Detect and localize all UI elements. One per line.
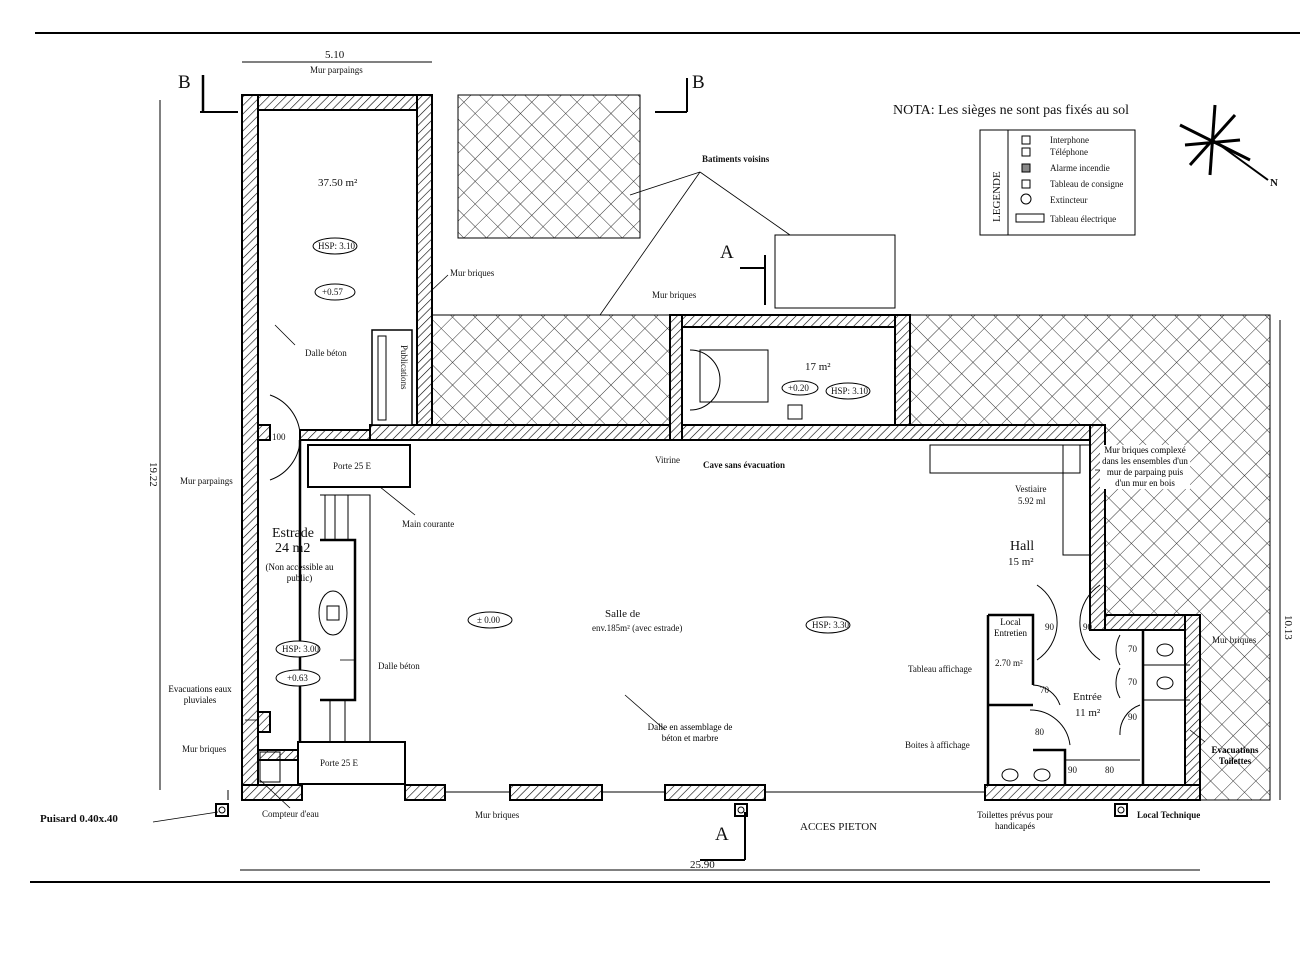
label-compteur: Compteur d'eau	[262, 809, 319, 819]
salle-area: env.185m² (avec estrade)	[592, 623, 682, 633]
label-batiments-voisins: Batiments voisins	[702, 154, 770, 164]
section-b-right: B	[692, 72, 705, 93]
dim-right: 10.13	[1282, 615, 1294, 640]
salle-vitrine: Vitrine	[655, 455, 680, 465]
hall-area: 15 m²	[1008, 556, 1034, 568]
storage-level: +0.57	[322, 287, 343, 297]
wc-door: 70	[1128, 644, 1138, 654]
storage-floor: Dalle béton	[305, 348, 347, 358]
label-mur-briques-1: Mur briques	[450, 268, 495, 278]
legend-item: Extincteur	[1050, 195, 1088, 205]
door-90: 90	[1068, 765, 1078, 775]
legend-item: Alarme incendie	[1050, 163, 1110, 173]
estrade-floor: Dalle béton	[378, 661, 420, 671]
salle-hsp: HSP: 3.30	[812, 620, 850, 630]
label-tableau-affichage: Tableau affichage	[908, 664, 972, 674]
walls	[241, 94, 1201, 801]
estrade-note: (Non accessible au public)	[265, 562, 334, 583]
storage-area: 37.50 m²	[318, 177, 358, 189]
note-seats: NOTA: Les sièges ne sont pas fixés au so…	[893, 103, 1129, 118]
hall-vestiaire: Vestiaire	[1015, 484, 1047, 494]
dim-left: 19.22	[147, 462, 159, 487]
label-evac-toilettes: Evacuations Toilettes	[1211, 745, 1259, 766]
door-porte-top	[307, 444, 411, 488]
storage-hsp: HSP: 3.10	[318, 241, 356, 251]
estrade-hsp: HSP: 3.00	[282, 644, 320, 654]
label-mur-briques-left: Mur briques	[182, 744, 227, 754]
neighbour-building-small	[774, 234, 896, 309]
dim-bottom: 25.90	[690, 859, 715, 871]
estrade-step	[320, 538, 357, 702]
salle-floor: Dalle en assemblage de béton et marbre	[647, 722, 733, 743]
local-entretien-area: 2.70 m²	[995, 658, 1023, 668]
neighbour-building-top	[457, 94, 641, 239]
label-local-technique: Local Technique	[1137, 810, 1200, 820]
section-a-top: A	[720, 242, 734, 263]
legend: LEGENDE Interphone Téléphone Alarme ince…	[979, 129, 1136, 236]
north-compass-icon	[1179, 104, 1269, 181]
door-100: 100	[272, 432, 286, 442]
wc-handi-door: 80	[1035, 727, 1045, 737]
door-porte-bottom	[297, 741, 406, 785]
estrade-name: Estrade	[272, 526, 314, 541]
door-80: 80	[1105, 765, 1115, 775]
entretien-door: 70	[1040, 685, 1050, 695]
section-a-bottom: A	[715, 824, 729, 845]
dim-top: 5.10	[325, 49, 345, 61]
legend-item: Téléphone	[1050, 147, 1088, 157]
wc-door: 70	[1128, 677, 1138, 687]
label-puisard: Puisard 0.40x.40	[40, 813, 118, 825]
porte-bottom-label: Porte 25 E	[320, 758, 358, 768]
cave-hsp: HSP: 3.10	[831, 386, 869, 396]
neighbour-area-right	[904, 314, 1271, 801]
local-entretien-name: Local Entretien	[994, 617, 1027, 638]
label-mur-parpaings-left: Mur parpaings	[180, 476, 233, 486]
porte-top-label: Porte 25 E	[333, 461, 371, 471]
toilets-door: 90	[1128, 712, 1138, 722]
label-boites: Boites à affichage	[905, 740, 970, 750]
storage-shelf: Publications	[399, 345, 409, 390]
estrade-level: +0.63	[287, 673, 308, 683]
cave-note: Cave sans évacuation	[703, 460, 785, 470]
north-label: N	[1270, 177, 1278, 189]
hall-vestiaire-length: 5.92 ml	[1018, 496, 1046, 506]
legend-item: Interphone	[1050, 135, 1089, 145]
cave-level: +0.20	[788, 383, 809, 393]
entree-name: Entrée	[1073, 691, 1102, 703]
legend-title: LEGENDE	[991, 171, 1003, 222]
label-mur-briques-bottom: Mur briques	[475, 810, 520, 820]
entree-area: 11 m²	[1075, 707, 1101, 719]
label-mur-briques-2: Mur briques	[652, 290, 697, 300]
label-mur-parpaings-top: Mur parpaings	[310, 65, 363, 75]
label-mur-briques-right: Mur briques	[1212, 635, 1257, 645]
salle-level: ± 0.00	[477, 615, 500, 625]
label-toilettes-handi: Toilettes prévus pour handicapés	[977, 810, 1053, 831]
hall-door: 90	[1083, 622, 1093, 632]
label-acces-pieton: ACCES PIETON	[800, 821, 877, 833]
estrade-area: 24 m2	[275, 541, 310, 556]
cave-area: 17 m²	[805, 361, 831, 373]
hall-door: 90	[1045, 622, 1055, 632]
section-b-left: B	[178, 72, 191, 93]
hall-name: Hall	[1010, 539, 1034, 554]
main-courante: Main courante	[402, 519, 454, 529]
neighbour-building-mid	[431, 314, 671, 426]
label-evacuations: Evacuations eaux pluviales	[168, 684, 232, 705]
legend-item: Tableau électrique	[1050, 214, 1116, 224]
salle-name: Salle de	[605, 608, 640, 620]
legend-item: Tableau de consigne	[1050, 179, 1123, 189]
label-mur-complex: Mur briques complexé dans les ensembles …	[1100, 445, 1190, 489]
